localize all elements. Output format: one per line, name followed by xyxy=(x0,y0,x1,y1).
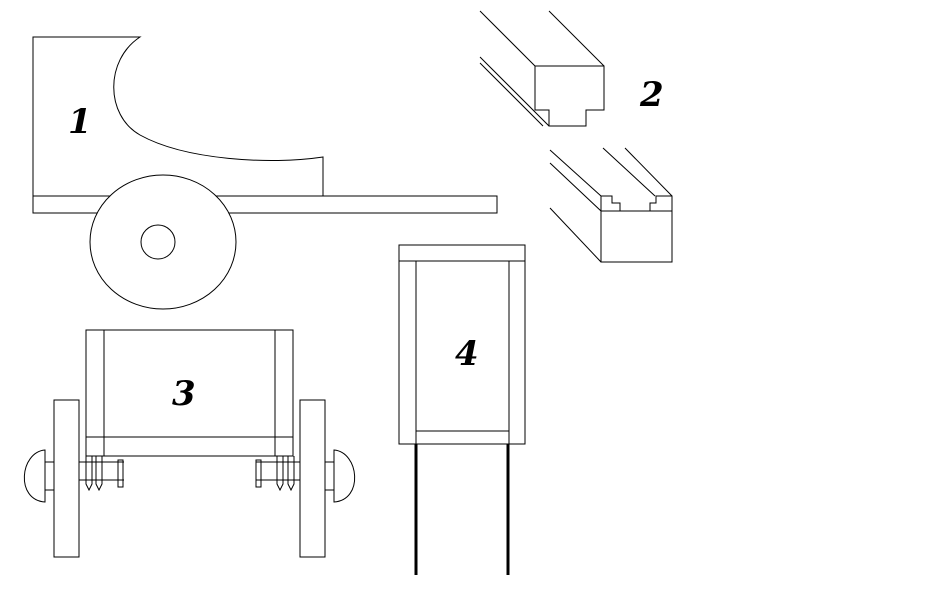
left-wheel xyxy=(53,399,80,558)
lower-rail-profile xyxy=(600,195,673,263)
upper-rail-profile xyxy=(534,65,605,127)
top-view-cart: 4 xyxy=(398,244,526,575)
right-hubcap xyxy=(333,449,356,503)
label-2: 2 xyxy=(639,75,664,115)
cart-body-outline xyxy=(32,36,324,196)
wheel-hub xyxy=(140,224,176,260)
left-hubcap xyxy=(23,449,46,503)
right-wheel xyxy=(299,399,326,558)
front-body xyxy=(85,329,294,457)
cart-wheel xyxy=(89,174,237,310)
label-4: 4 xyxy=(455,334,479,374)
front-view-cart: 3 xyxy=(23,329,356,558)
label-3: 3 xyxy=(172,374,196,414)
top-frame xyxy=(398,244,526,445)
side-view-cart: 1 xyxy=(32,36,498,310)
label-1: 1 xyxy=(68,102,92,142)
rail-joint: 2 xyxy=(479,10,673,263)
